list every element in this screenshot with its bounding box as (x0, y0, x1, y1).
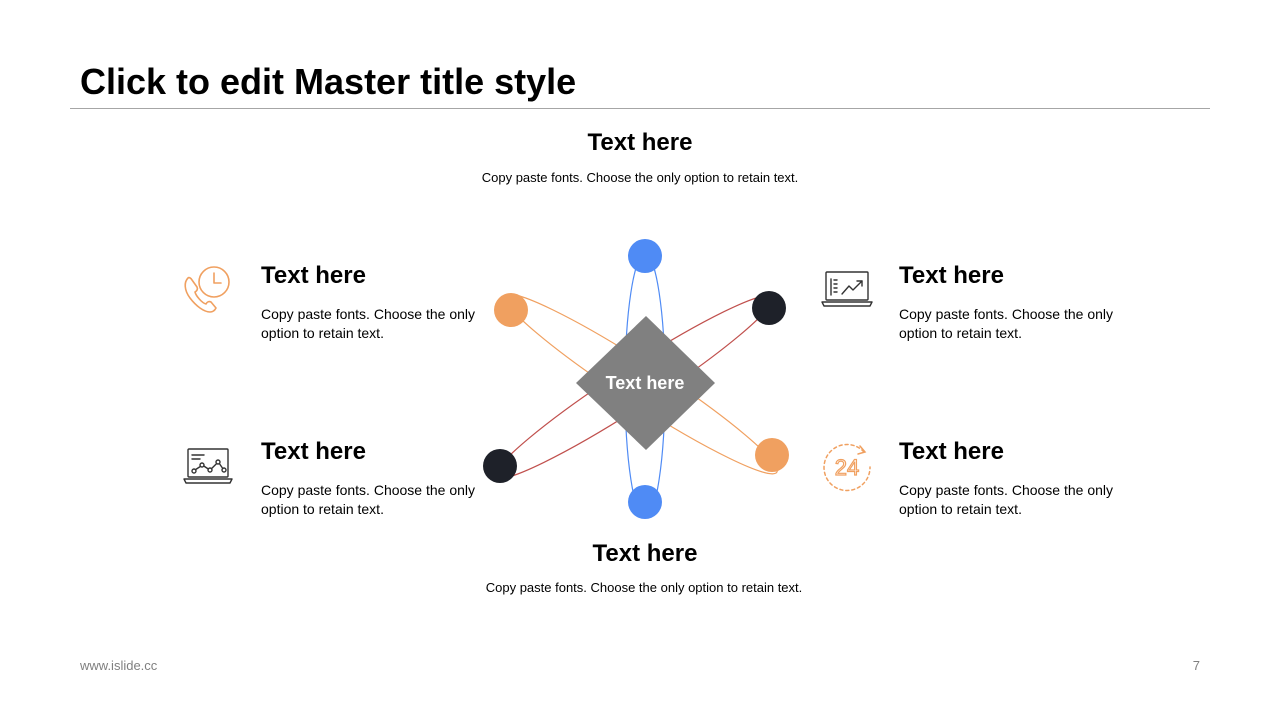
top-heading[interactable]: Text here (587, 129, 693, 156)
center-label[interactable]: Text here (605, 373, 685, 393)
svg-text:24: 24 (835, 455, 859, 480)
node-blue-top (628, 239, 662, 273)
right-upper-body[interactable]: Copy paste fonts. Choose the only option… (899, 306, 1114, 341)
24-hours-icon: 24 (823, 443, 871, 492)
bottom-heading[interactable]: Text here (592, 540, 698, 567)
orbit-diagram (483, 239, 789, 519)
phone-clock-icon (184, 266, 230, 313)
node-dark-left (483, 449, 517, 483)
node-orange-right (755, 438, 789, 472)
bottom-body[interactable]: Copy paste fonts. Choose the only option… (485, 580, 803, 595)
left-upper-heading[interactable]: Text here (261, 262, 366, 289)
laptop-trend-icon (821, 271, 873, 307)
node-orange-left (494, 293, 528, 327)
title-divider (70, 108, 1210, 109)
center-diamond (576, 316, 715, 450)
node-blue-bottom (628, 485, 662, 519)
left-upper-body[interactable]: Copy paste fonts. Choose the only option… (261, 306, 476, 341)
top-body[interactable]: Copy paste fonts. Choose the only option… (481, 170, 799, 185)
right-lower-body[interactable]: Copy paste fonts. Choose the only option… (899, 482, 1114, 517)
left-lower-body[interactable]: Copy paste fonts. Choose the only option… (261, 482, 476, 517)
laptop-chart-icon (183, 448, 233, 484)
page-number: 7 (1192, 658, 1200, 673)
slide-title[interactable]: Click to edit Master title style (80, 61, 577, 102)
node-dark-right (752, 291, 786, 325)
right-upper-heading[interactable]: Text here (899, 262, 1004, 289)
left-lower-heading[interactable]: Text here (261, 438, 366, 465)
right-lower-heading[interactable]: Text here (899, 438, 1004, 465)
footer-url: www.islide.cc (80, 658, 158, 673)
